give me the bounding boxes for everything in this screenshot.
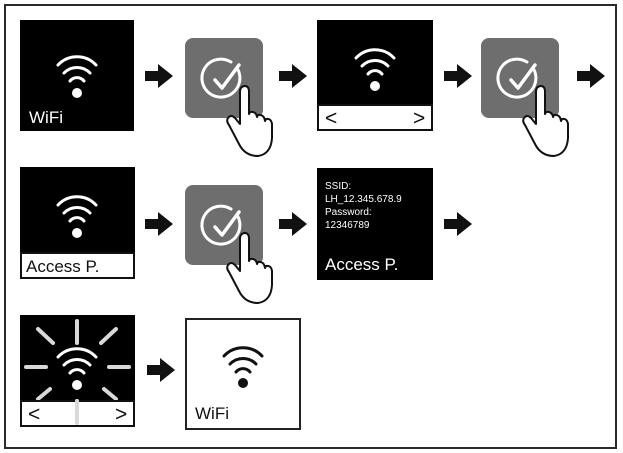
password-value: 12346789 [325, 220, 370, 231]
wifi-icon [56, 347, 98, 390]
check-circle-icon [200, 57, 242, 99]
arrow-right-icon [444, 64, 472, 88]
wifi-icon [56, 55, 98, 98]
screen-label: Access P. [26, 257, 100, 276]
screen-label: WiFi [195, 404, 229, 423]
arrow-right-icon [147, 358, 175, 382]
confirm-button[interactable] [185, 38, 275, 166]
nav-left-arrow[interactable]: < [325, 107, 338, 130]
hand-pointer-icon [226, 85, 273, 157]
wifi-icon [222, 346, 264, 388]
display-access-point-screen: Access P. [20, 167, 135, 279]
confirm-button[interactable] [481, 38, 571, 166]
password-label: Password: [325, 207, 372, 218]
display-wifi-screen: WiFi [20, 20, 134, 131]
blink-rays-icon [75, 399, 79, 425]
wifi-icon [354, 48, 396, 91]
arrow-right-icon [577, 64, 605, 88]
check-circle-icon [496, 57, 538, 99]
ssid-label: SSID: [325, 181, 352, 192]
display-access-point-info-screen: SSID: LH_12.345.678.9 Password: 12346789… [317, 168, 433, 280]
arrow-right-icon [145, 64, 173, 88]
display-wifi-blinking-screen: < > [20, 315, 135, 427]
screen-label: WiFi [29, 108, 63, 127]
label-bar: Access P. [20, 252, 135, 279]
navigation-bar: < > [317, 104, 433, 131]
nav-right-arrow[interactable]: > [413, 107, 426, 130]
arrow-right-icon [444, 212, 472, 236]
arrow-right-icon [279, 212, 307, 236]
screen-label: Access P. [325, 255, 399, 274]
check-circle-icon [200, 204, 242, 246]
nav-right-arrow[interactable]: > [115, 403, 128, 426]
hand-pointer-icon [226, 232, 273, 304]
wifi-icon [56, 195, 98, 238]
nav-left-arrow[interactable]: < [28, 403, 41, 426]
arrow-right-icon [145, 212, 173, 236]
display-wifi-select-screen: < > [317, 20, 433, 131]
arrow-right-icon [279, 64, 307, 88]
ssid-value: LH_12.345.678.9 [325, 194, 402, 205]
hand-pointer-icon [522, 85, 569, 157]
display-wifi-connected-screen: WiFi [185, 318, 301, 430]
confirm-button[interactable] [185, 185, 275, 313]
